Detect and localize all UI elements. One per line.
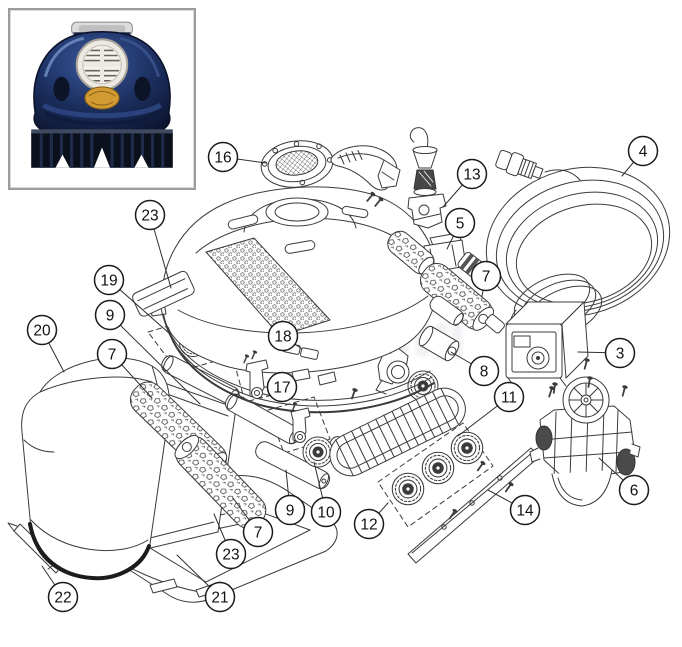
- bracket-drawing: [241, 349, 311, 443]
- callout-10: 10: [310, 461, 342, 528]
- roller-tube-drawing: [255, 441, 331, 490]
- callout-number: 10: [317, 505, 335, 522]
- callout-number: 9: [286, 503, 295, 520]
- sprocket-wheel-drawing: [302, 436, 334, 468]
- callout-7: 7: [232, 497, 274, 548]
- handle-drawing: [330, 145, 401, 209]
- brush-connector-drawing: [484, 314, 505, 334]
- callout-12: 12: [353, 502, 389, 540]
- callout-number: 14: [516, 503, 534, 520]
- pump-assembly-drawing: [529, 374, 641, 507]
- roller-tube-drawing: [429, 295, 464, 326]
- side-plate-drawing: [132, 270, 195, 317]
- callout-4: 4: [621, 135, 659, 177]
- sleeve-cylinder-drawing: [418, 325, 460, 362]
- callout-11: 11: [457, 381, 525, 437]
- callout-number: 16: [214, 150, 231, 167]
- callout-number: 18: [274, 329, 291, 346]
- product-photo: [15, 18, 189, 180]
- callout-21: 21: [176, 554, 236, 613]
- callout-number: 8: [480, 364, 489, 381]
- callout-23: 23: [213, 513, 247, 570]
- floating-cable-drawing: [485, 149, 671, 318]
- callout-number: 12: [360, 517, 377, 534]
- callout-number: 23: [141, 208, 158, 225]
- callout-number: 11: [501, 390, 517, 407]
- callout-number: 7: [482, 269, 491, 286]
- power-supply-drawing: [505, 273, 630, 398]
- product-photo-inset: [8, 8, 196, 190]
- callout-17: 17: [263, 371, 298, 403]
- drive-track-drawing: [329, 387, 466, 477]
- cleaner-badge: [84, 86, 120, 110]
- callout-number: 9: [106, 308, 115, 325]
- callout-number: 23: [222, 547, 239, 564]
- callout-6: 6: [598, 457, 650, 506]
- callout-16: 16: [207, 141, 267, 173]
- strainer-cover-drawing: [260, 140, 334, 188]
- callout-number: 5: [456, 216, 465, 233]
- cleaner-vent: [75, 38, 129, 91]
- callout-number: 21: [211, 590, 228, 607]
- callout-number: 6: [630, 483, 639, 500]
- callout-22: 22: [41, 565, 79, 613]
- callout-7: 7: [96, 338, 153, 399]
- cleaner-tracks: [31, 129, 173, 168]
- callout-9: 9: [274, 469, 306, 526]
- body-shell-drawing: [149, 186, 439, 414]
- callout-number: 4: [639, 144, 648, 161]
- callout-number: 7: [254, 525, 263, 542]
- callout-7: 7: [470, 260, 502, 297]
- callout-23: 23: [134, 199, 172, 289]
- callout-13: 13: [442, 158, 488, 208]
- callout-number: 13: [463, 167, 480, 184]
- callout-8: 8: [450, 351, 500, 387]
- drive-bracket-drawing: [348, 340, 410, 401]
- callout-20: 20: [26, 314, 65, 373]
- callout-number: 7: [108, 347, 117, 364]
- callout-5: 5: [444, 207, 476, 250]
- callout-14: 14: [487, 489, 541, 526]
- callout-number: 17: [273, 380, 290, 397]
- cord-assembly-drawing: [407, 127, 447, 229]
- callout-number: 19: [100, 273, 117, 290]
- callout-19: 19: [93, 264, 171, 335]
- callout-number: 22: [54, 590, 71, 607]
- callout-layer: 16 23 19 9 7 20 22 21 23 7 9 10 12 14 11 6 8 3 17 18 4 13 5 7: [26, 135, 659, 613]
- callout-number: 20: [33, 323, 51, 340]
- callout-3: 3: [577, 337, 636, 369]
- callout-9: 9: [94, 299, 201, 405]
- brush-roller-drawing: [174, 434, 267, 529]
- callout-number: 3: [616, 346, 625, 363]
- callout-18: 18: [267, 320, 303, 352]
